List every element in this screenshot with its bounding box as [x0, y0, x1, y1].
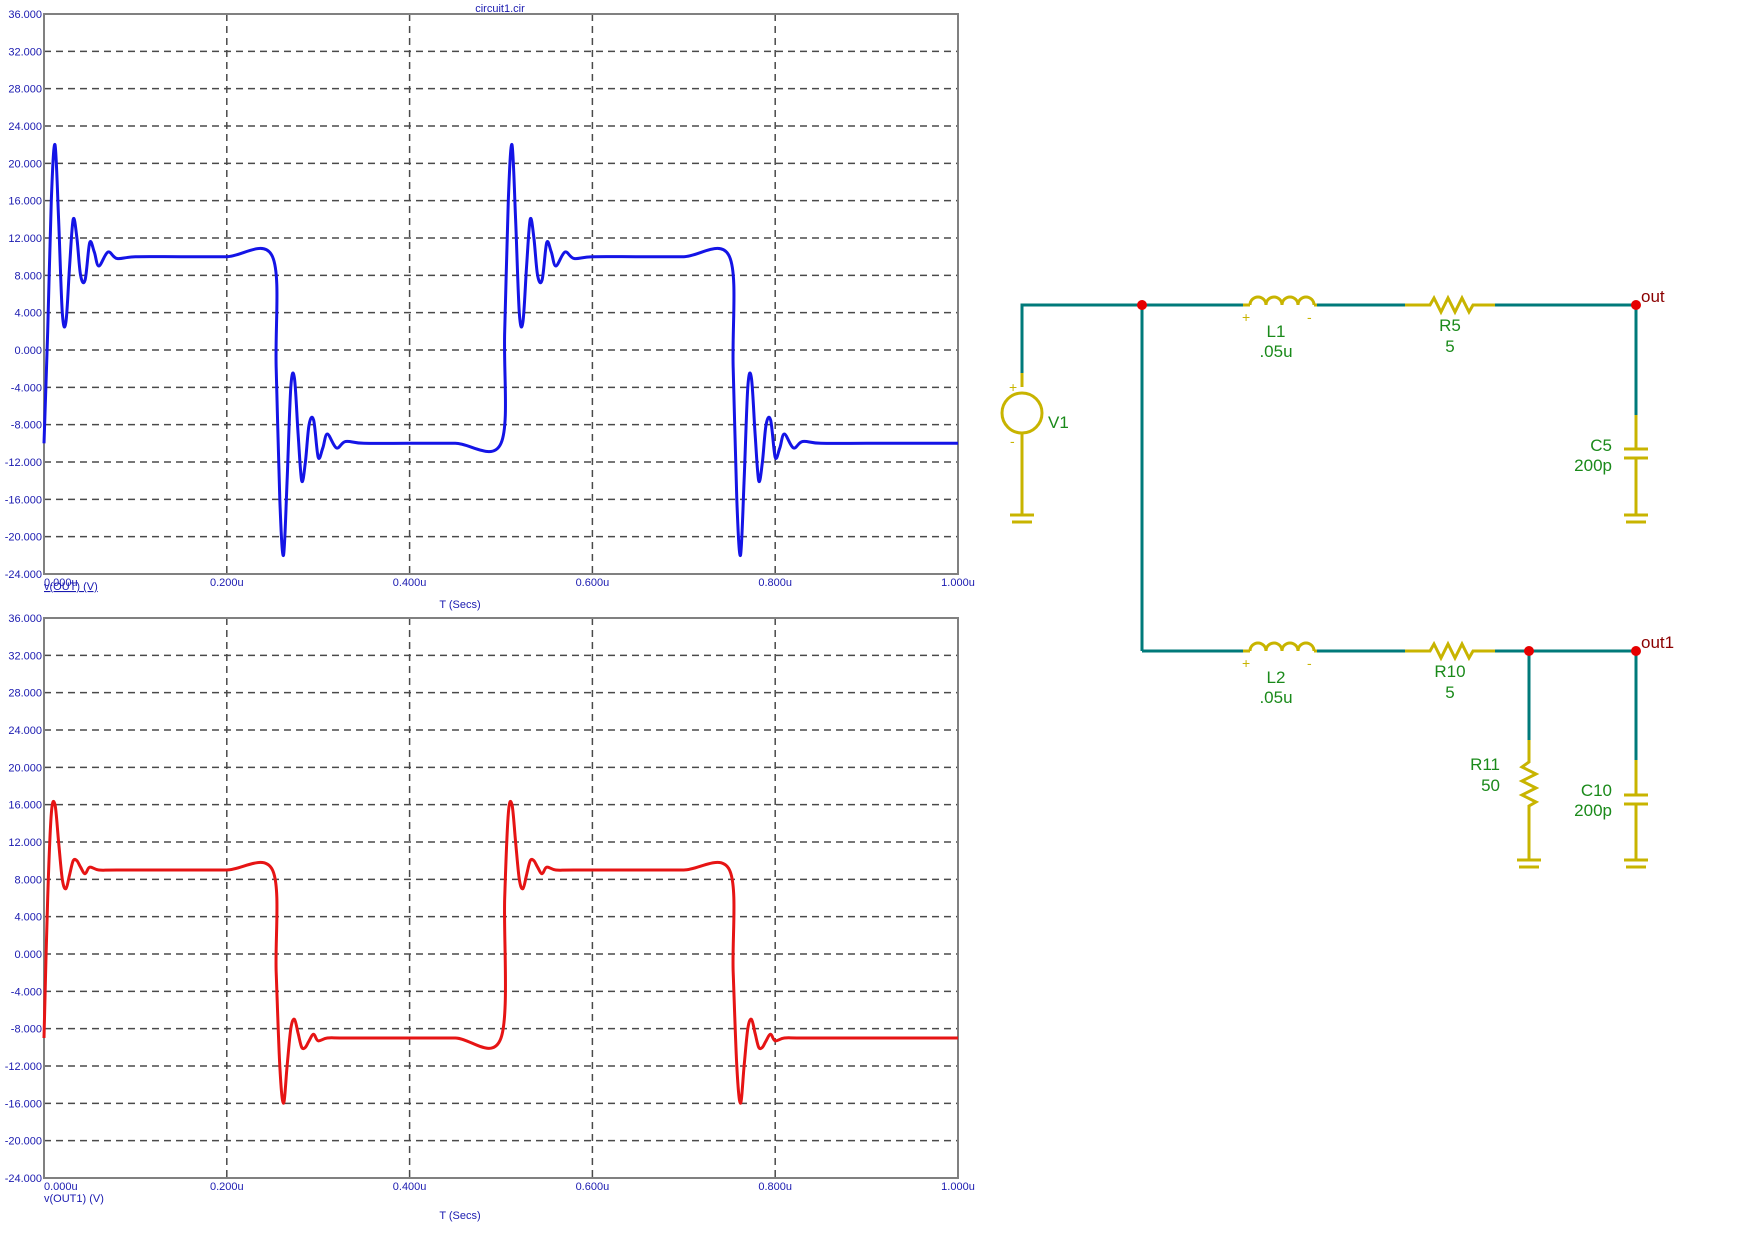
- y-tick-label: -4.000: [11, 986, 42, 998]
- x-tick-label: 0.800u: [758, 1181, 792, 1193]
- l2-minus: -: [1307, 655, 1312, 671]
- l2-label: L2: [1267, 668, 1286, 687]
- plot-bottom-frame: [43, 617, 959, 1179]
- x-tick-label: 0.200u: [210, 1181, 244, 1193]
- y-tick-label: 4.000: [14, 912, 42, 924]
- series-line-v-out1: [42, 799, 958, 1105]
- junction-dots: [1137, 300, 1641, 656]
- node-label-out1[interactable]: out1: [1641, 633, 1674, 652]
- plot-bottom-x-ticks: 0.000u 0.200u 0.400u 0.600u 0.800u 1.000u: [44, 1181, 975, 1193]
- y-tick-label: -24.000: [5, 569, 42, 581]
- voltage-source-v1[interactable]: + - V1: [1000, 373, 1069, 524]
- y-tick-label: -4.000: [11, 382, 42, 394]
- y-tick-label: 8.000: [14, 270, 42, 282]
- r10-value: 5: [1445, 683, 1454, 702]
- y-tick-label: 12.000: [8, 837, 42, 849]
- y-tick-label: 4.000: [14, 308, 42, 320]
- y-tick-label: 24.000: [8, 725, 42, 737]
- y-tick-label: 36.000: [8, 9, 42, 21]
- inductor-l1[interactable]: + - L1 .05u: [1242, 295, 1317, 361]
- y-tick-label: 28.000: [8, 688, 42, 700]
- y-tick-label: 0.000: [14, 949, 42, 961]
- ground-r11-icon: [1517, 825, 1541, 869]
- capacitor-c5[interactable]: C5 200p: [1574, 415, 1648, 524]
- l1-minus: -: [1307, 309, 1312, 325]
- x-tick-label: 1.000u: [941, 1181, 975, 1193]
- y-tick-label: -20.000: [5, 532, 42, 544]
- c5-label: C5: [1590, 436, 1612, 455]
- x-axis-label-bottom: T (Secs): [439, 1210, 480, 1222]
- capacitor-c10[interactable]: C10 200p: [1574, 760, 1648, 869]
- l2-value: .05u: [1259, 688, 1292, 707]
- y-tick-label: 24.000: [8, 121, 42, 133]
- resistor-r10[interactable]: R10 5: [1405, 640, 1495, 702]
- resistor-r5[interactable]: R5 5: [1405, 294, 1495, 356]
- x-tick-label: 0.800u: [758, 577, 792, 589]
- y-tick-label: 16.000: [8, 800, 42, 812]
- r11-label: R11: [1470, 755, 1500, 774]
- y-tick-label: -20.000: [5, 1136, 42, 1148]
- x-tick-label: 0.000u: [44, 1181, 78, 1193]
- l1-value: .05u: [1259, 342, 1292, 361]
- c10-label: C10: [1581, 781, 1612, 800]
- schematic-wires: [1020, 303, 1638, 760]
- resistor-r11[interactable]: R11 50: [1470, 740, 1541, 869]
- y-tick-label: 32.000: [8, 46, 42, 58]
- y-tick-label: -8.000: [11, 420, 42, 432]
- x-tick-label: 0.600u: [576, 577, 610, 589]
- v1-plus: +: [1009, 379, 1017, 395]
- x-tick-label: 0.400u: [393, 1181, 427, 1193]
- x-tick-label: 0.000u: [44, 577, 78, 589]
- y-tick-label: -12.000: [5, 1061, 42, 1073]
- schematic[interactable]: + - V1 + - L1 .05u R5 5: [1000, 287, 1674, 869]
- plot-top-x-ticks: 0.000u 0.200u 0.400u 0.600u 0.800u 1.000u: [44, 577, 975, 589]
- r10-label: R10: [1434, 662, 1465, 681]
- y-tick-label: 12.000: [8, 233, 42, 245]
- x-tick-label: 1.000u: [941, 577, 975, 589]
- v1-label: V1: [1048, 413, 1069, 432]
- l1-plus: +: [1242, 309, 1250, 325]
- y-tick-label: 0.000: [14, 345, 42, 357]
- y-tick-label: 36.000: [8, 613, 42, 625]
- y-tick-label: -16.000: [5, 1098, 42, 1110]
- v1-minus: -: [1010, 433, 1015, 449]
- plot-title: circuit1.cir: [475, 3, 525, 15]
- plot-bottom-y-ticks: -24.000 -20.000 -16.000 -12.000 -8.000 -4.000…: [5, 613, 42, 1185]
- x-tick-label: 0.200u: [210, 577, 244, 589]
- plot-bottom-grid: [44, 618, 958, 1178]
- plot-top-grid: [44, 14, 958, 574]
- c10-value: 200p: [1574, 801, 1612, 820]
- legend-v-out1[interactable]: v(OUT1) (V): [44, 1193, 104, 1205]
- y-tick-label: -8.000: [11, 1024, 42, 1036]
- y-tick-label: -12.000: [5, 457, 42, 469]
- l1-label: L1: [1267, 322, 1286, 341]
- x-tick-label: 0.600u: [576, 1181, 610, 1193]
- x-tick-label: 0.400u: [393, 577, 427, 589]
- plot-top[interactable]: circuit1.cir -24.000 -20.000 -16.000 -12.00…: [5, 3, 975, 611]
- y-tick-label: 20.000: [8, 762, 42, 774]
- ground-v1-icon: [1010, 490, 1034, 524]
- legend-v-out[interactable]: v(OUT) (V): [44, 581, 98, 593]
- y-tick-label: 20.000: [8, 158, 42, 170]
- plot-top-frame: [43, 13, 959, 575]
- r5-value: 5: [1445, 337, 1454, 356]
- y-tick-label: 28.000: [8, 84, 42, 96]
- series-line-v-out: [42, 143, 958, 557]
- y-tick-label: 32.000: [8, 650, 42, 662]
- l2-plus: +: [1242, 655, 1250, 671]
- x-axis-label-top: T (Secs): [439, 599, 480, 611]
- y-tick-label: -24.000: [5, 1173, 42, 1185]
- y-tick-label: 16.000: [8, 196, 42, 208]
- inductor-l2[interactable]: + - L2 .05u: [1242, 641, 1317, 707]
- node-label-out[interactable]: out: [1641, 287, 1665, 306]
- plot-bottom[interactable]: -24.000 -20.000 -16.000 -12.000 -8.000 -4.000…: [5, 613, 975, 1222]
- y-tick-label: 8.000: [14, 874, 42, 886]
- y-tick-label: -16.000: [5, 494, 42, 506]
- r5-label: R5: [1439, 316, 1461, 335]
- plot-top-y-ticks: -24.000 -20.000 -16.000 -12.000 -8.000 -4.000…: [5, 9, 42, 581]
- r11-value: 50: [1481, 776, 1500, 795]
- c5-value: 200p: [1574, 456, 1612, 475]
